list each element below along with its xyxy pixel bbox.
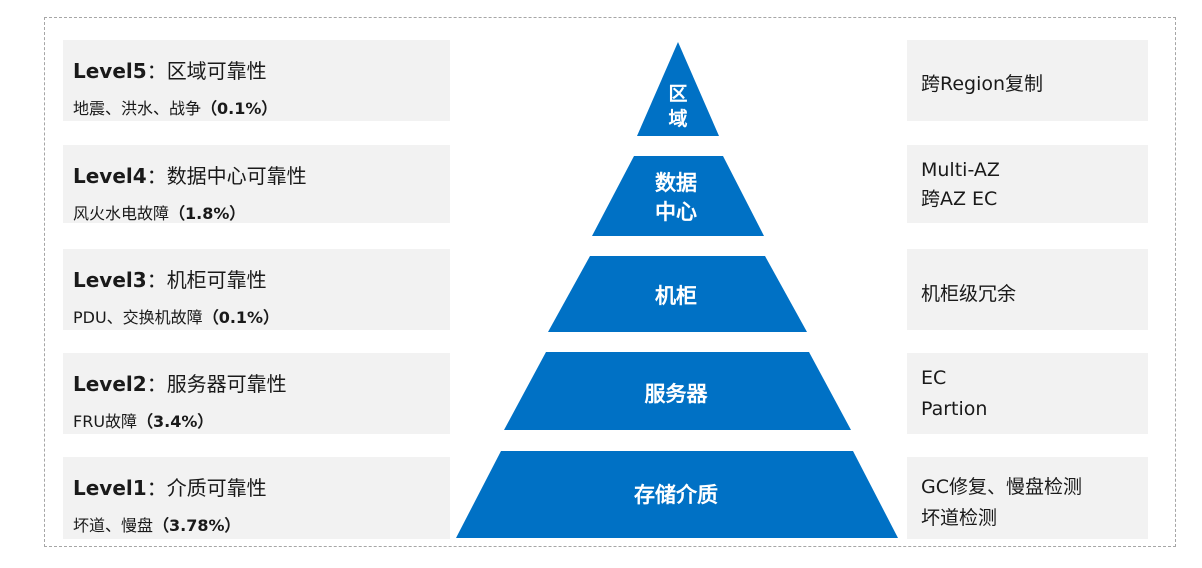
solution-box-1: GC修复、慢盘检测 坏道检测 xyxy=(907,457,1148,539)
level-desc: 风火水电故障（1.8%） xyxy=(73,204,246,223)
solution-box-3: 机柜级冗余 xyxy=(907,249,1148,330)
pyramid-tier-media xyxy=(456,451,898,538)
pyramid-tier-rack xyxy=(548,256,807,332)
level-title: Level5：区域可靠性 xyxy=(73,59,267,83)
tier-label: 存储介质 xyxy=(634,483,718,507)
level-desc: 坏道、慢盘（3.78%） xyxy=(73,516,241,535)
solution-text: EC xyxy=(921,367,947,389)
tier-label: 服务器 xyxy=(645,382,709,406)
level-title: Level4：数据中心可靠性 xyxy=(73,164,307,188)
tier-label: 区 xyxy=(668,83,687,105)
solution-text: 跨Region复制 xyxy=(921,73,1044,95)
pyramid-tier-server xyxy=(504,352,851,430)
level-title: Level1：介质可靠性 xyxy=(73,476,267,500)
tier-label: 中心 xyxy=(655,200,697,224)
solution-box-5: 跨Region复制 xyxy=(907,40,1148,121)
level-box-2: Level2：服务器可靠性 FRU故障（3.4%） xyxy=(63,353,450,434)
diagram-frame xyxy=(44,17,1176,547)
level-box-3: Level3：机柜可靠性 PDU、交换机故障（0.1%） xyxy=(63,249,450,330)
level-title: Level2：服务器可靠性 xyxy=(73,372,287,396)
solution-text: 坏道检测 xyxy=(921,507,998,529)
solution-text: Partion xyxy=(921,398,988,420)
pyramid-tier-region xyxy=(637,42,719,136)
solution-box-4: Multi-AZ 跨AZ EC xyxy=(907,145,1148,223)
solution-text: 跨AZ EC xyxy=(921,188,998,210)
tier-label: 数据 xyxy=(655,171,697,195)
level-title: Level3：机柜可靠性 xyxy=(73,268,267,292)
tier-label: 机柜 xyxy=(655,284,697,308)
tier-label: 域 xyxy=(668,107,687,130)
solution-text: Multi-AZ xyxy=(921,159,1000,181)
solution-box-2: EC Partion xyxy=(907,353,1148,434)
level-box-1: Level1：介质可靠性 坏道、慢盘（3.78%） xyxy=(63,457,450,539)
level-desc: 地震、洪水、战争（0.1%） xyxy=(73,99,278,118)
level-desc: PDU、交换机故障（0.1%） xyxy=(73,308,280,327)
level-box-4: Level4：数据中心可靠性 风火水电故障（1.8%） xyxy=(63,145,450,223)
level-desc: FRU故障（3.4%） xyxy=(73,412,214,431)
solution-text: GC修复、慢盘检测 xyxy=(921,476,1082,498)
pyramid-tier-datacenter xyxy=(592,156,764,236)
solution-text: 机柜级冗余 xyxy=(921,283,1017,305)
level-box-5: Level5：区域可靠性 地震、洪水、战争（0.1%） xyxy=(63,40,450,121)
